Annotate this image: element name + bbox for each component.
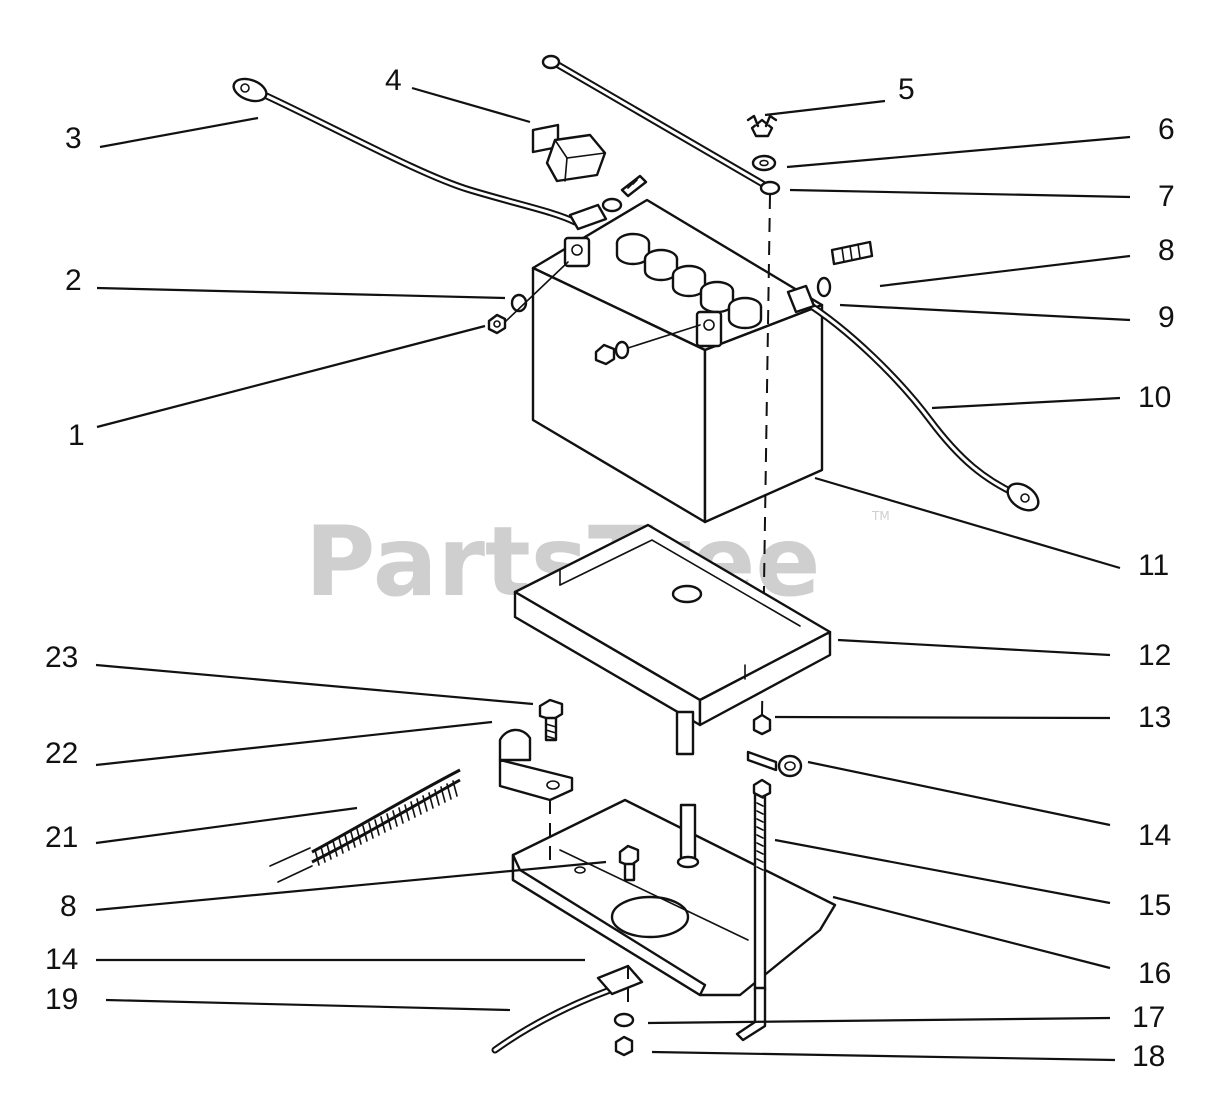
negative-cable: [786, 284, 1040, 512]
washer: [751, 154, 777, 172]
hook-nut: [752, 713, 772, 736]
callout-13: 13: [1138, 701, 1171, 734]
callout-14-left: 14: [45, 943, 78, 976]
bolt-23: [538, 698, 564, 742]
battery-terminal-positive: [563, 236, 591, 268]
battery-terminal-negative: [695, 310, 723, 348]
callout-12: 12: [1138, 639, 1171, 672]
callout-labels: 1 2 3 4 5 6 7 8 9 10 11 12 13 14 15 16 1…: [45, 64, 1175, 1073]
watermark-trademark: TM: [871, 509, 890, 523]
mounting-plate: [511, 798, 837, 997]
callout-5: 5: [898, 73, 915, 106]
terminal-boot: [531, 123, 607, 183]
callout-3: 3: [65, 122, 82, 155]
leader-lines: [95, 86, 1131, 1062]
callout-9: 9: [1158, 301, 1175, 334]
lower-cable: [491, 964, 644, 1054]
negative-terminal-nut: [594, 340, 630, 366]
bolt-lower: [618, 844, 640, 882]
lower-washer: [613, 1012, 635, 1028]
hold-down-rod: [541, 54, 781, 196]
callout-7: 7: [1158, 180, 1175, 213]
cable-clamp-left: [498, 728, 574, 802]
terminal-washer: [601, 197, 623, 213]
positive-cable: [232, 77, 608, 231]
callout-1: 1: [68, 419, 85, 452]
callout-23: 23: [45, 641, 78, 674]
callout-16: 16: [1138, 957, 1171, 990]
callout-18: 18: [1132, 1040, 1165, 1073]
callout-4: 4: [385, 64, 402, 97]
battery-tray: [513, 523, 832, 756]
callout-19: 19: [45, 983, 78, 1016]
wing-nut: [746, 114, 778, 138]
callout-11: 11: [1138, 549, 1169, 582]
callout-8-lower: 8: [60, 890, 77, 923]
spring-guard: [269, 768, 461, 883]
bolt-upper: [816, 240, 874, 298]
callout-22: 22: [45, 737, 78, 770]
callout-14-right: 14: [1138, 819, 1171, 852]
hook-lower-nut: [752, 778, 772, 799]
callout-21: 21: [45, 821, 78, 854]
nut: [487, 313, 507, 335]
battery: [531, 198, 824, 524]
callout-6: 6: [1158, 113, 1175, 146]
callout-15: 15: [1138, 889, 1171, 922]
callout-17: 17: [1132, 1001, 1165, 1034]
callout-2: 2: [65, 264, 82, 297]
battery-cell-caps: [615, 232, 763, 330]
terminal-bolt: [620, 174, 648, 198]
cable-clip-right: [746, 750, 803, 778]
callout-10: 10: [1138, 381, 1171, 414]
lower-nut: [614, 1035, 634, 1057]
callout-8-upper: 8: [1158, 234, 1175, 267]
